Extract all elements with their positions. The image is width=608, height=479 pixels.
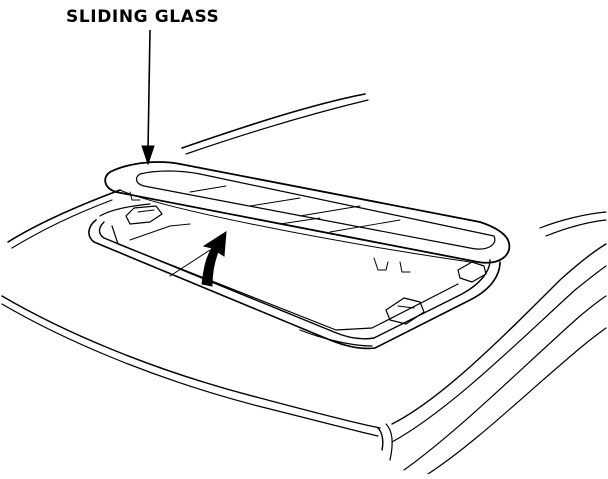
rear-bracket [385,297,425,325]
glass-lower-seal [119,189,471,263]
body-side-line-2 [1,303,379,437]
glass-inner-pane [135,170,496,250]
roof-left-edge-inner [11,199,113,249]
front-bracket-detail [137,209,155,213]
sliding-glass-panel [104,161,511,273]
lift-arrow-shape [201,231,227,287]
well-line-1 [129,223,191,241]
glass-tab-2 [399,261,411,273]
roof-right-edge-inner [545,219,607,237]
sunroof-opening-frame [88,203,501,350]
frame-recess [111,225,459,331]
glass-reflection-1 [189,185,227,193]
roof-front-edge-lower [185,99,369,155]
callout-label-sliding-glass: SLIDING GLASS [66,7,220,27]
frame-outer-edge [88,219,501,350]
body-right-line-3 [403,295,607,471]
rear-corner-inner [385,423,393,461]
glass-reflection-2 [249,197,301,207]
glass-tab-3 [129,191,141,201]
lift-arrow [201,231,227,287]
body-right-line-4 [427,327,607,475]
rear-bracket-detail [397,305,415,309]
callout-leader-line [147,29,151,151]
callout-leader [141,29,155,166]
roof-front-edge-upper [181,93,366,149]
frame-rear-lip [299,329,373,347]
frame-inner-edge [98,221,491,340]
frame-front-lip [99,203,151,217]
roof-body [1,93,607,475]
roof-right-edge [539,211,607,229]
roof-left-edge [7,189,121,243]
glass-tab-1 [373,257,389,271]
glass-reflection-4 [329,219,401,233]
side-bracket [457,261,487,283]
well-line-2 [169,249,211,277]
body-right-line-2 [391,265,607,443]
callout-arrowhead [141,145,155,166]
front-bracket [125,205,163,225]
rear-corner [377,427,384,451]
body-right-line-1 [391,243,607,425]
glass-outer-frame [104,161,511,264]
glass-reflection-3 [299,205,361,217]
glass-reflection-5 [279,217,321,225]
body-side-line-1 [1,295,381,429]
